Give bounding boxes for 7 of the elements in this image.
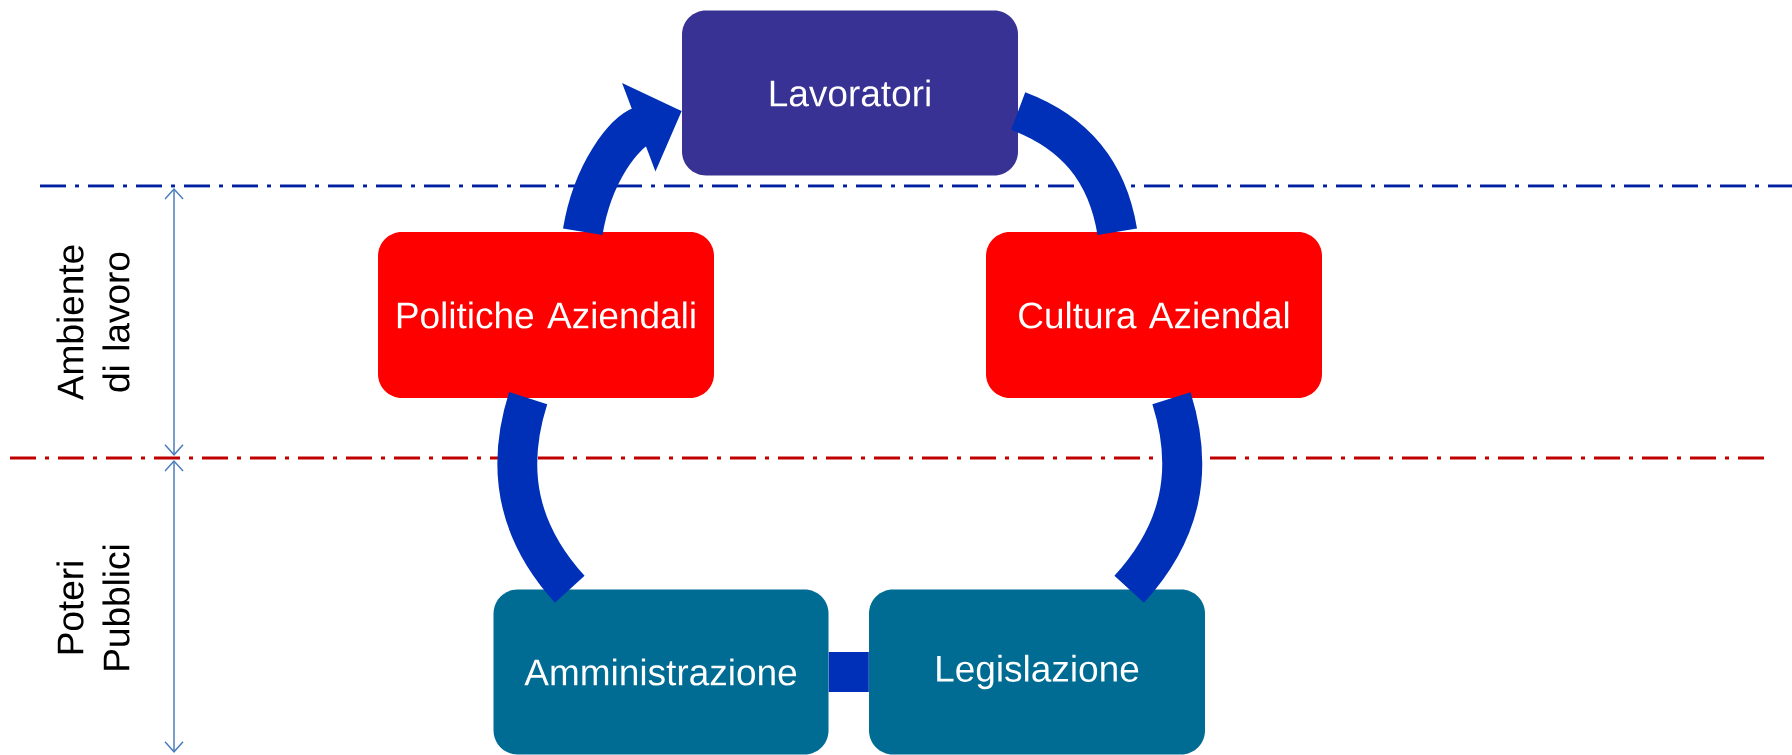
side-label: Poteri Pubblici bbox=[56, 545, 130, 670]
process-box: Politiche Aziendali bbox=[378, 232, 714, 398]
process-box: Cultura Aziendal bbox=[986, 232, 1322, 398]
process-box: Amministrazione bbox=[493, 589, 829, 755]
process-box: Legislazione bbox=[869, 589, 1205, 755]
process-box: Lavoratori bbox=[682, 10, 1018, 176]
side-label: Ambiente di lavoro bbox=[56, 245, 130, 401]
